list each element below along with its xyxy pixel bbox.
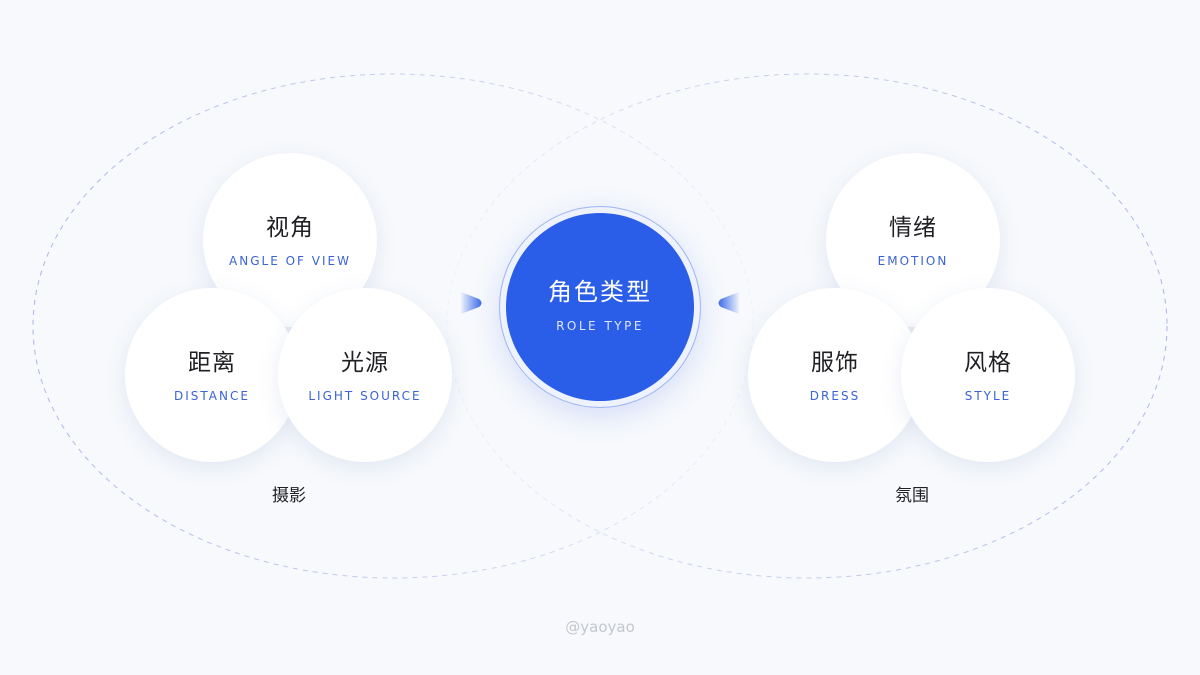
- center-title: 角色类型: [548, 277, 652, 306]
- node-subtitle: DISTANCE: [174, 389, 250, 403]
- node-subtitle: DRESS: [809, 389, 861, 403]
- node-light-source: 光源 LIGHT SOURCE: [278, 288, 452, 462]
- triangle-right-icon: [461, 292, 482, 314]
- node-title: 风格: [964, 350, 1012, 376]
- watermark: @yaoyao: [565, 618, 635, 636]
- node-subtitle: ANGLE OF VIEW: [229, 254, 351, 268]
- left-group-ellipse: [32, 73, 754, 579]
- triangle-left-icon: [718, 292, 739, 314]
- node-style: 风格 STYLE: [901, 288, 1075, 462]
- node-subtitle: LIGHT SOURCE: [308, 389, 422, 403]
- node-title: 情绪: [889, 215, 937, 241]
- group-label-atmosphere: 氛围: [895, 486, 929, 506]
- center-node-role-type: 角色类型 ROLE TYPE: [506, 213, 694, 401]
- node-dress: 服饰 DRESS: [748, 288, 922, 462]
- node-distance: 距离 DISTANCE: [125, 288, 299, 462]
- center-subtitle: ROLE TYPE: [556, 318, 644, 333]
- node-title: 距离: [188, 350, 236, 376]
- node-subtitle: STYLE: [964, 389, 1012, 403]
- node-title: 光源: [341, 350, 389, 376]
- node-angle-of-view: 视角 ANGLE OF VIEW: [203, 153, 377, 327]
- node-title: 视角: [266, 215, 314, 241]
- right-group-ellipse: [446, 73, 1168, 579]
- node-subtitle: EMOTION: [877, 254, 949, 268]
- group-label-photography: 摄影: [272, 486, 306, 506]
- node-title: 服饰: [811, 350, 859, 376]
